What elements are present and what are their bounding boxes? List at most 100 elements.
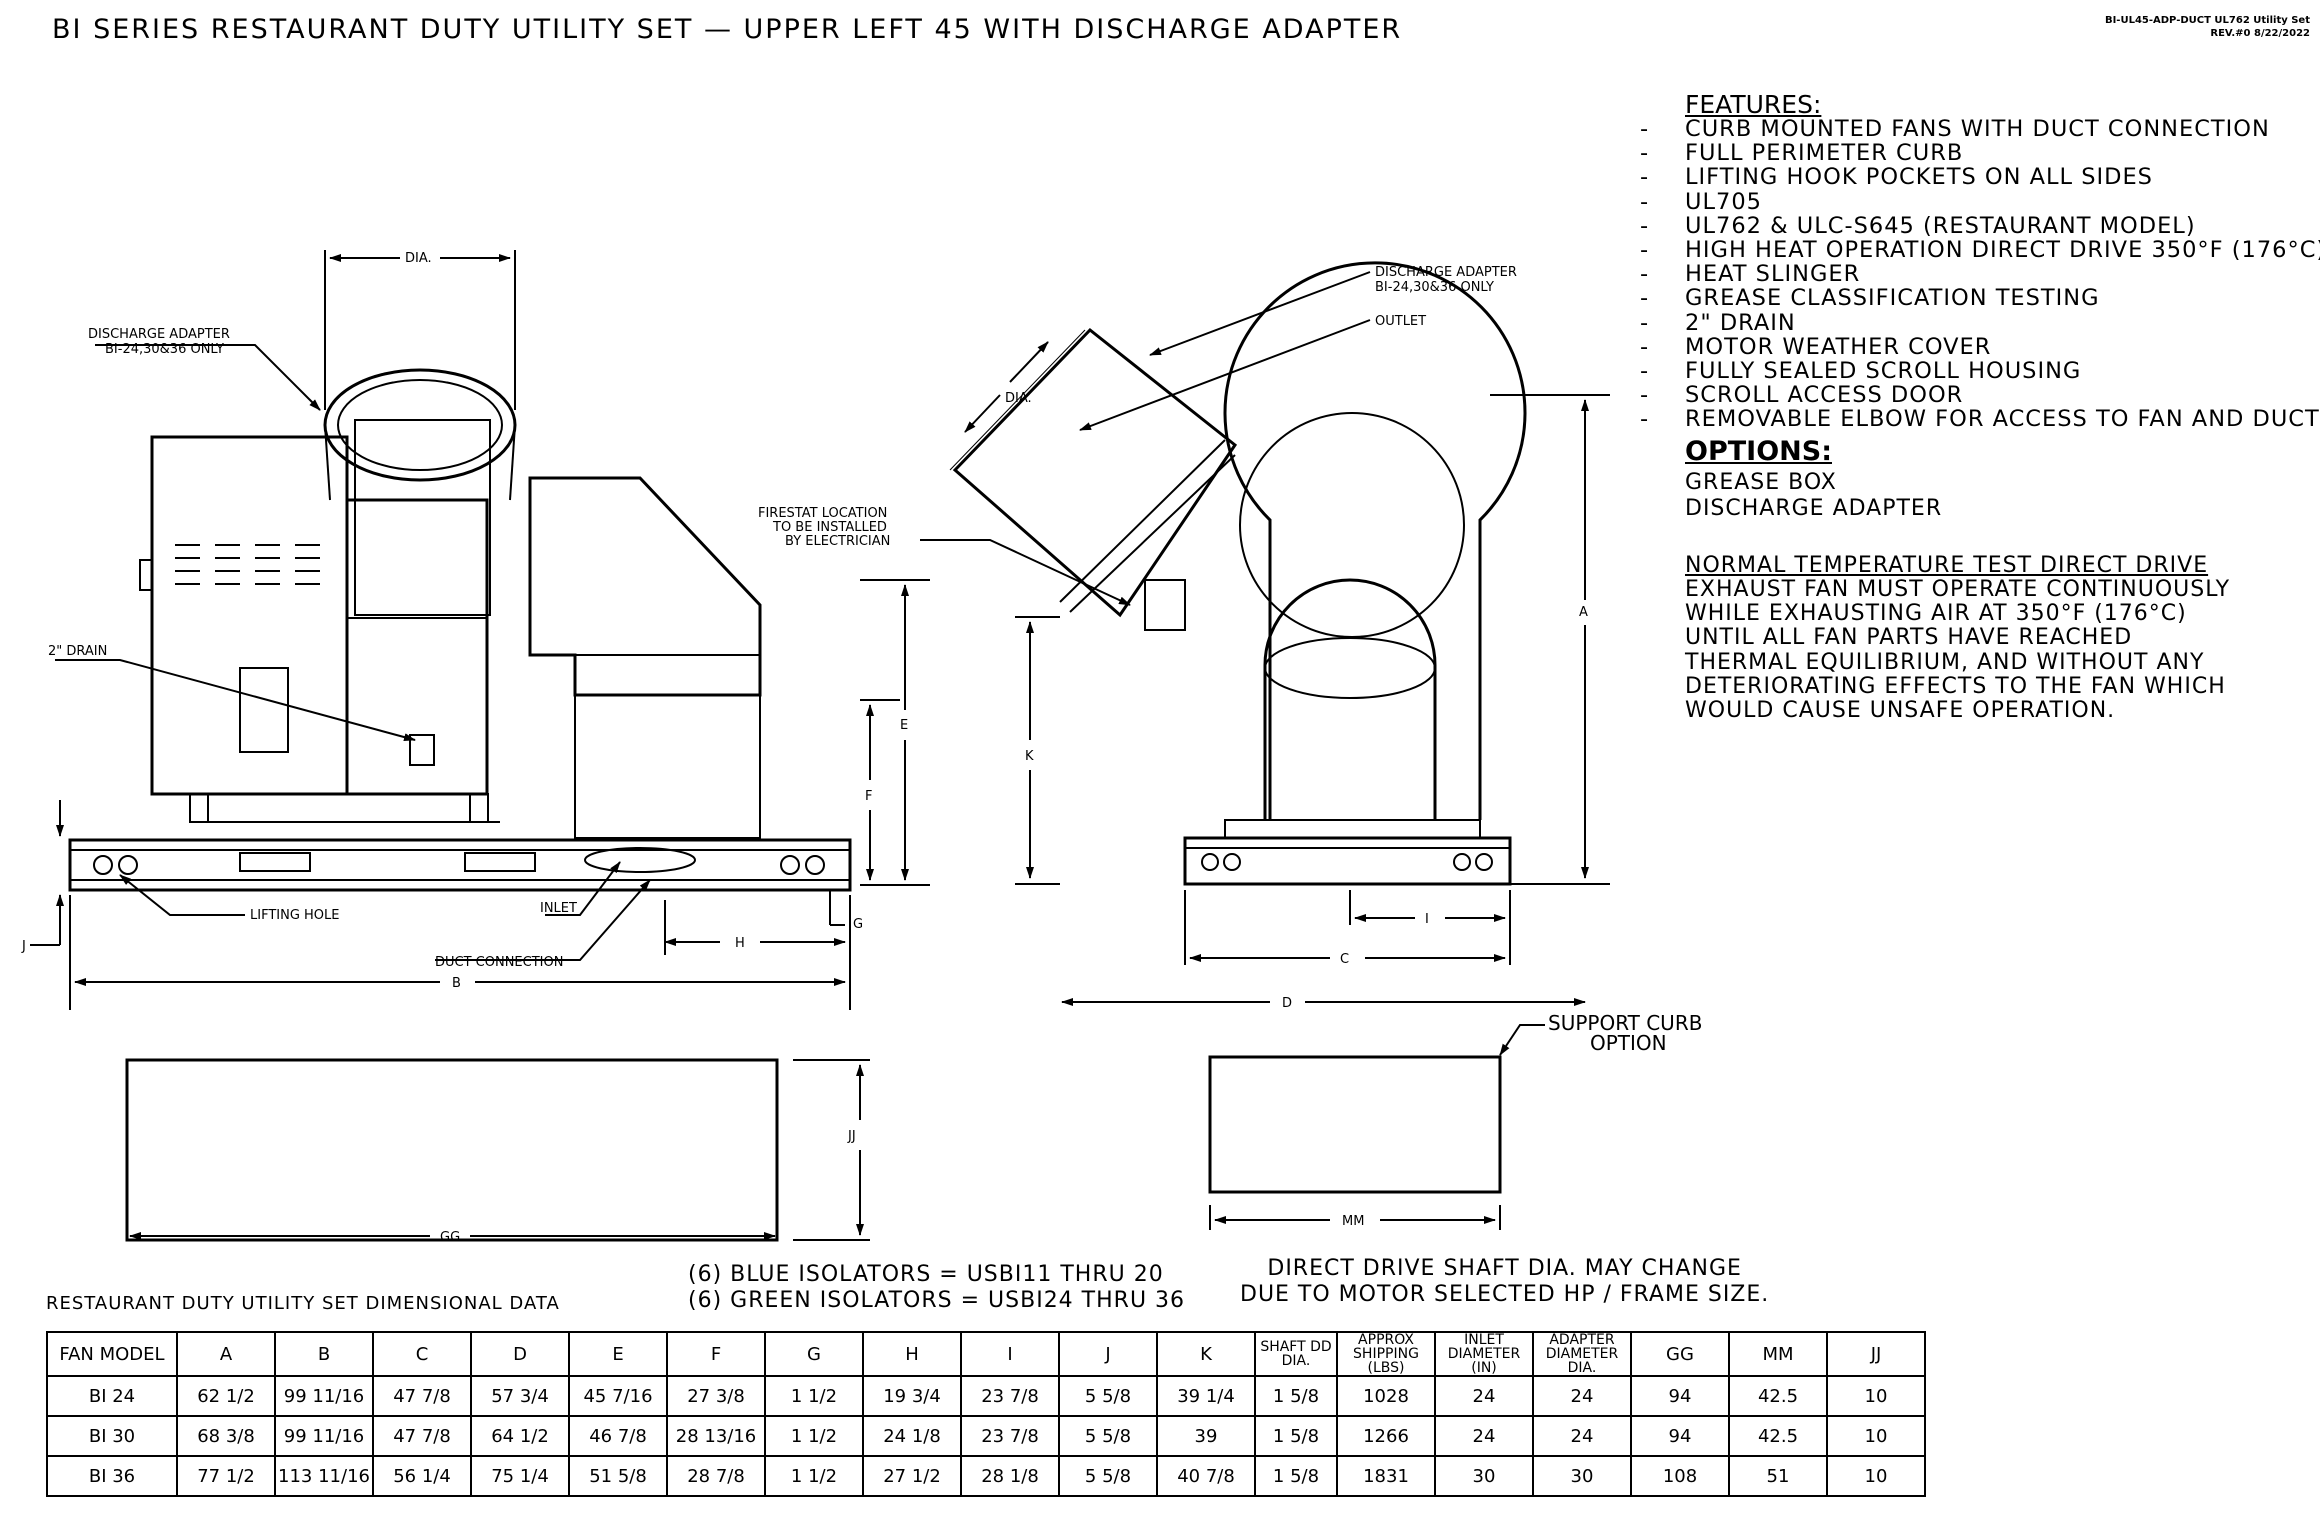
table-cell: 39 [1156,1415,1256,1457]
table-cell: 30 [1532,1455,1632,1497]
label-firestat-3: BY ELECTRICIAN [785,534,890,549]
column-header: GG [1630,1331,1730,1377]
table-cell: BI 24 [46,1375,178,1417]
dim-label-a: A [1579,605,1588,620]
table-cell: 1 1/2 [764,1455,864,1497]
table-cell: 24 [1532,1415,1632,1457]
feature-item: -HIGH HEAT OPERATION DIRECT DRIVE 350°F … [1640,237,2320,264]
column-header: C [372,1331,472,1377]
label-firestat-2: TO BE INSTALLED [772,520,887,535]
table-cell: 108 [1630,1455,1730,1497]
table-cell: 94 [1630,1375,1730,1417]
table-cell: 42.5 [1728,1375,1828,1417]
table-cell: 51 5/8 [568,1455,668,1497]
features-heading: FEATURES: [1685,90,1822,119]
front-view [30,250,1131,1010]
dim-label-b: B [452,976,461,991]
table-cell: 5 5/8 [1058,1375,1158,1417]
option-item: GREASE BOX [1685,470,1837,495]
document-id-name: BI-UL45-ADP-DUCT UL762 Utility Set [2104,15,2310,26]
label-inlet: INLET [540,901,577,916]
column-header: ADAPTER DIAMETER DIA. [1532,1331,1632,1377]
table-cell: 1 5/8 [1254,1375,1338,1417]
feature-item: -HEAT SLINGER [1640,261,1861,288]
column-header: MM [1728,1331,1828,1377]
column-header: JJ [1826,1331,1926,1377]
dim-label-f: F [865,789,872,804]
column-header: D [470,1331,570,1377]
table-cell: 1266 [1336,1415,1436,1457]
dim-label-k: K [1025,749,1034,764]
table-cell: 24 [1434,1375,1534,1417]
column-header: SHAFT DD DIA. [1254,1331,1338,1377]
table-cell: 1 5/8 [1254,1455,1338,1497]
table-cell: 64 1/2 [470,1415,570,1457]
table-cell: 23 7/8 [960,1375,1060,1417]
dim-label-gg: GG [440,1230,460,1245]
table-cell: 56 1/4 [372,1455,472,1497]
table-cell: 1 1/2 [764,1415,864,1457]
shaft-note-line2: DUE TO MOTOR SELECTED HP / FRAME SIZE. [1240,1282,1770,1307]
table-cell: 68 3/8 [176,1415,276,1457]
table-cell: 27 1/2 [862,1455,962,1497]
table-cell: 28 13/16 [666,1415,766,1457]
isolators-blue: (6) BLUE ISOLATORS = USBI11 THRU 20 [688,1262,1164,1287]
table-cell: 47 7/8 [372,1415,472,1457]
side-view [949,261,1610,1006]
dim-label-jj: JJ [847,1129,856,1144]
feature-item: -GREASE CLASSIFICATION TESTING [1640,285,2100,312]
table-cell: 27 3/8 [666,1375,766,1417]
table-cell: 99 11/16 [274,1415,374,1457]
feature-item: -UL705 [1640,188,1762,215]
column-header: A [176,1331,276,1377]
feature-item: -SCROLL ACCESS DOOR [1640,382,1964,409]
table-cell: 94 [1630,1415,1730,1457]
label-dia-left: DIA. [405,251,432,266]
column-header: B [274,1331,374,1377]
dim-label-g: G [853,917,863,932]
options-heading: OPTIONS: [1685,436,1832,467]
table-cell: 24 [1532,1375,1632,1417]
shaft-note: DIRECT DRIVE SHAFT DIA. MAY CHANGE DUE T… [1240,1256,1769,1308]
table-cell: 42.5 [1728,1415,1828,1457]
column-header: FAN MODEL [46,1331,178,1377]
table-cell: 28 7/8 [666,1455,766,1497]
column-header: F [666,1331,766,1377]
label-discharge-adapter-left: DISCHARGE ADAPTER [88,327,230,342]
table-cell: 113 11/16 [274,1455,374,1497]
isolators-note: (6) BLUE ISOLATORS = USBI11 THRU 20 (6) … [688,1262,1185,1314]
shaft-note-line1: DIRECT DRIVE SHAFT DIA. MAY CHANGE [1267,1256,1742,1281]
feature-item: -FULLY SEALED SCROLL HOUSING [1640,358,2082,385]
note-line: DETERIORATING EFFECTS TO THE FAN WHICH [1685,673,2226,699]
dim-label-d: D [1282,996,1292,1011]
table-cell: 24 1/8 [862,1415,962,1457]
feature-item: -2" DRAIN [1640,309,1796,336]
column-header: K [1156,1331,1256,1377]
label-support-curb-2: OPTION [1590,1031,1667,1055]
note-line: THERMAL EQUILIBRIUM, AND WITHOUT ANY [1685,649,2205,675]
table-cell: 77 1/2 [176,1455,276,1497]
table-cell: 75 1/4 [470,1455,570,1497]
features-list: -CURB MOUNTED FANS WITH DUCT CONNECTION … [1640,117,2320,432]
dim-label-h: H [735,936,745,951]
table-row: BI 36 77 1/2 113 11/16 56 1/4 75 1/4 51 … [46,1455,1926,1497]
table-cell: 1831 [1336,1455,1436,1497]
label-lifting-hole: LIFTING HOLE [250,908,340,923]
table-cell: 40 7/8 [1156,1455,1256,1497]
label-discharge-adapter-left-sub: BI-24,30&36 ONLY [105,342,224,357]
table-cell: 1 1/2 [764,1375,864,1417]
document-id: BI-UL45-ADP-DUCT UL762 Utility Set REV.#… [2105,14,2310,40]
table-cell: 10 [1826,1375,1926,1417]
feature-item: -CURB MOUNTED FANS WITH DUCT CONNECTION [1640,116,2270,142]
column-header: H [862,1331,962,1377]
table-cell: BI 30 [46,1415,178,1457]
feature-item: -FULL PERIMETER CURB [1640,140,1964,167]
label-duct-connection: DUCT CONNECTION [435,955,563,970]
table-cell: 62 1/2 [176,1375,276,1417]
feature-item: -UL762 & ULC-S645 (RESTAURANT MODEL) [1640,212,2196,239]
label-discharge-adapter-right: DISCHARGE ADAPTER [1375,265,1517,280]
table-cell: 30 [1434,1455,1534,1497]
isolators-green: (6) GREEN ISOLATORS = USBI24 THRU 36 [688,1288,1186,1313]
label-drain: 2" DRAIN [48,644,107,659]
note-heading: NORMAL TEMPERATURE TEST DIRECT DRIVE [1685,553,2209,578]
